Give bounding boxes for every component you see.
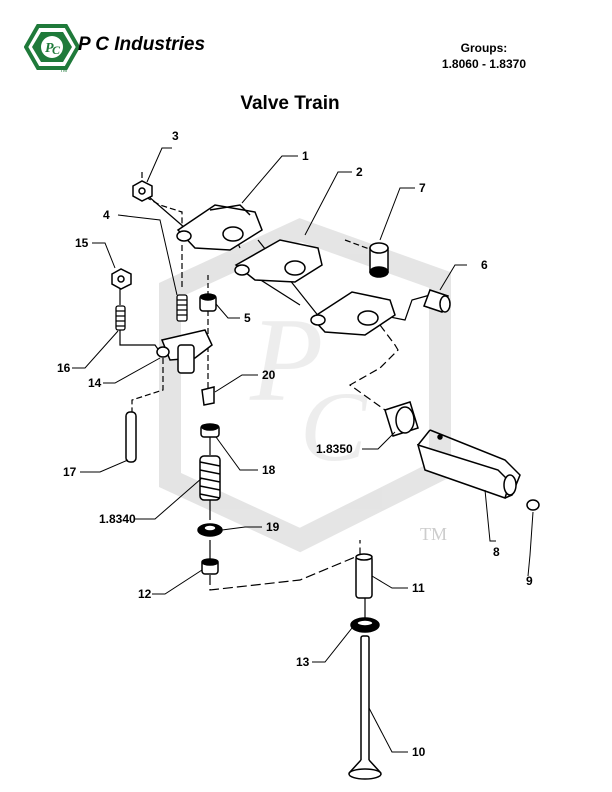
key-20 (201, 386, 215, 406)
callout-2: 2 (356, 165, 363, 179)
svg-text:P: P (249, 293, 323, 426)
callout-14: 14 (88, 376, 102, 390)
screw-4 (176, 294, 188, 322)
callout-9: 9 (526, 574, 533, 588)
svg-text:C: C (300, 371, 368, 482)
callout-4: 4 (103, 208, 110, 222)
callout-1-8350: 1.8350 (316, 442, 353, 456)
nut-15 (111, 268, 132, 290)
rocker-arm-2 (234, 239, 323, 283)
bridge-14 (156, 329, 213, 374)
callout-15: 15 (75, 236, 89, 250)
callout-12: 12 (138, 587, 152, 601)
page-title: Valve Train (240, 93, 340, 114)
screw-16 (115, 305, 126, 331)
bushing-18350 (384, 401, 419, 437)
logo-tm: TM (60, 68, 67, 74)
rocker-shaft-8 (416, 429, 521, 499)
callout-5: 5 (244, 311, 251, 325)
groups-info: Groups: 1.8060 - 1.8370 (442, 40, 526, 72)
washer-19 (197, 523, 223, 537)
callout-16: 16 (57, 361, 71, 375)
cap-5 (199, 293, 217, 312)
callout-7: 7 (419, 181, 426, 195)
callout-11: 11 (412, 581, 425, 595)
watermark-tm: TM (420, 524, 447, 544)
groups-label: Groups: (460, 41, 508, 55)
callout-18: 18 (262, 463, 276, 477)
plug-9 (526, 499, 540, 511)
callout-1: 1 (302, 149, 309, 163)
bushing-7 (369, 242, 389, 278)
callout-6: 6 (481, 258, 488, 272)
groups-range: 1.8060 - 1.8370 (441, 57, 526, 71)
rocker-arm-1 (176, 204, 263, 251)
svg-text:P: P (45, 41, 54, 56)
leader-lines (72, 147, 534, 753)
insert-13 (350, 617, 380, 633)
pushrod-17 (125, 411, 137, 463)
svg-text:C: C (52, 43, 61, 57)
guide-11 (355, 553, 373, 599)
callout-3: 3 (172, 129, 179, 143)
callout-10: 10 (412, 745, 426, 759)
nut-3 (132, 180, 153, 202)
retainer-18 (200, 423, 220, 438)
brand-logo: P C (23, 24, 244, 70)
callout-labels: 1 2 3 4 5 6 7 8 9 10 11 12 13 14 15 16 1… (57, 129, 533, 759)
brand-name: P C Industries (78, 34, 206, 55)
valve-10 (348, 635, 382, 780)
rocker-arm-3 (310, 291, 396, 336)
bushing-6 (423, 289, 451, 313)
callout-17: 17 (63, 465, 77, 479)
callout-8: 8 (493, 545, 500, 559)
callout-20: 20 (262, 368, 276, 382)
callout-19: 19 (266, 520, 280, 534)
callout-13: 13 (296, 655, 310, 669)
pc-logo-icon: P C (23, 24, 81, 70)
callout-1-8340: 1.8340 (99, 512, 136, 526)
spring-18340 (199, 455, 221, 501)
seal-12 (201, 558, 219, 575)
